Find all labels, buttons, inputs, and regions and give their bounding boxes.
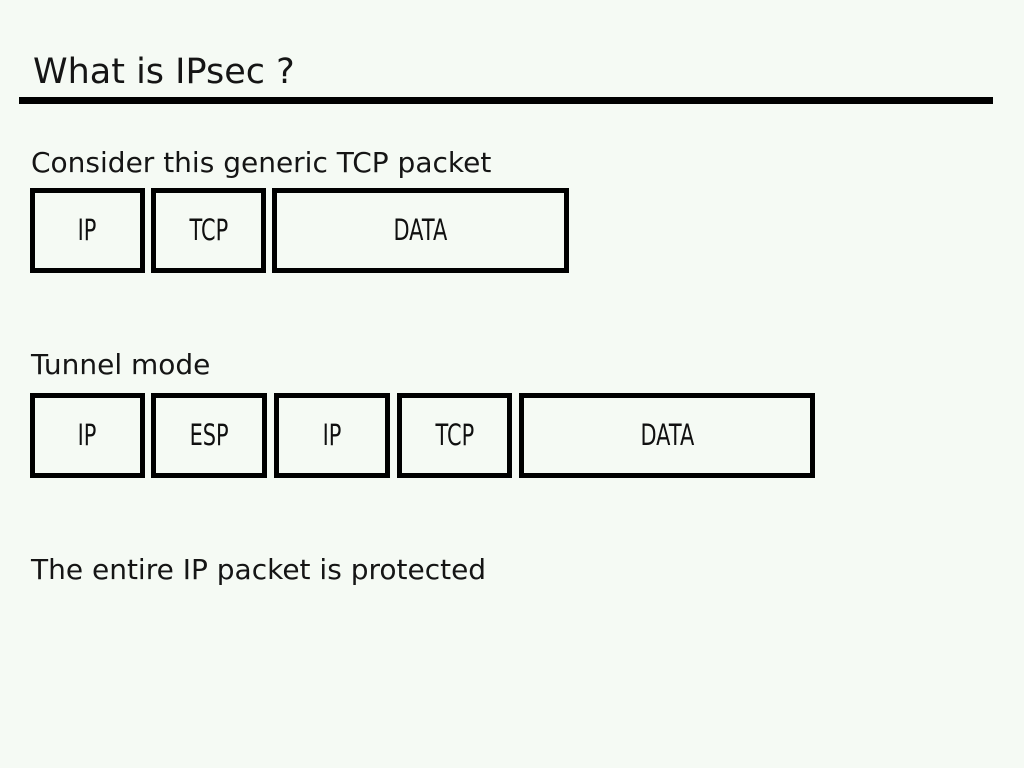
caption-generic-packet: Consider this generic TCP packet	[31, 146, 492, 179]
slide-title: What is IPsec ?	[33, 52, 295, 92]
packet-segment-label: IP	[78, 213, 97, 247]
title-underline-rule	[19, 97, 993, 104]
packet-segment-data: DATA	[519, 393, 815, 478]
packet-segment-label: TCP	[189, 213, 228, 247]
packet-segment-outer-ip: IP	[30, 393, 145, 478]
caption-tunnel-mode: Tunnel mode	[31, 348, 211, 381]
packet-segment-esp: ESP	[151, 393, 267, 478]
packet-segment-inner-ip: IP	[274, 393, 390, 478]
packet-segment-tcp: TCP	[151, 188, 266, 273]
packet-segment-label: IP	[78, 418, 97, 452]
footer-note: The entire IP packet is protected	[31, 553, 487, 586]
packet-segment-label: DATA	[640, 418, 694, 452]
packet-segment-label: TCP	[435, 418, 474, 452]
packet-segment-tcp: TCP	[397, 393, 512, 478]
packet-segment-ip: IP	[30, 188, 145, 273]
packet-segment-label: ESP	[189, 418, 229, 452]
packet-segment-label: IP	[322, 418, 342, 452]
packet-segment-data: DATA	[272, 188, 569, 273]
packet-segment-label: DATA	[393, 213, 448, 247]
